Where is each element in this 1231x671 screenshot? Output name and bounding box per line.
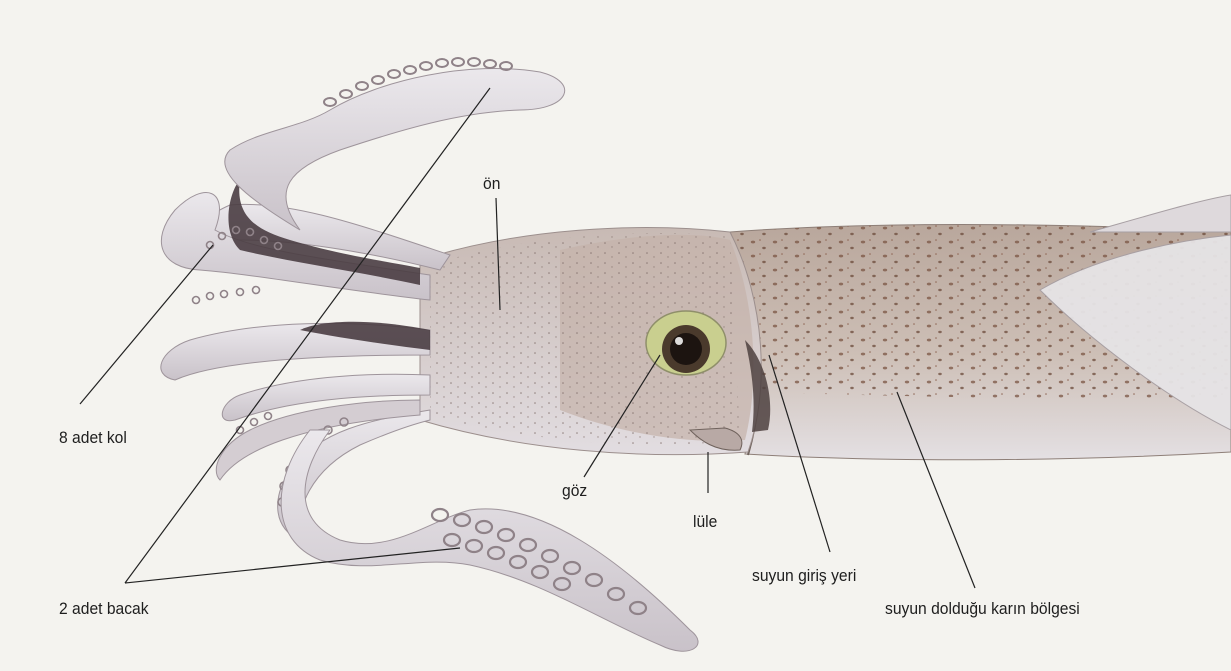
eye xyxy=(646,311,726,375)
label-suyun-giris-yeri: suyun giriş yeri xyxy=(752,566,856,586)
mantle xyxy=(728,195,1231,460)
label-on: ön xyxy=(483,174,500,194)
leader-line-kol xyxy=(80,245,213,404)
label-lule: lüle xyxy=(693,512,717,532)
label-kol: 8 adet kol xyxy=(59,428,127,448)
leader-line-bacak-lower xyxy=(125,548,460,583)
label-karin: suyun dolduğu karın bölgesi xyxy=(885,599,1080,619)
label-bacak: 2 adet bacak xyxy=(59,599,149,619)
label-goz: göz xyxy=(562,481,587,501)
